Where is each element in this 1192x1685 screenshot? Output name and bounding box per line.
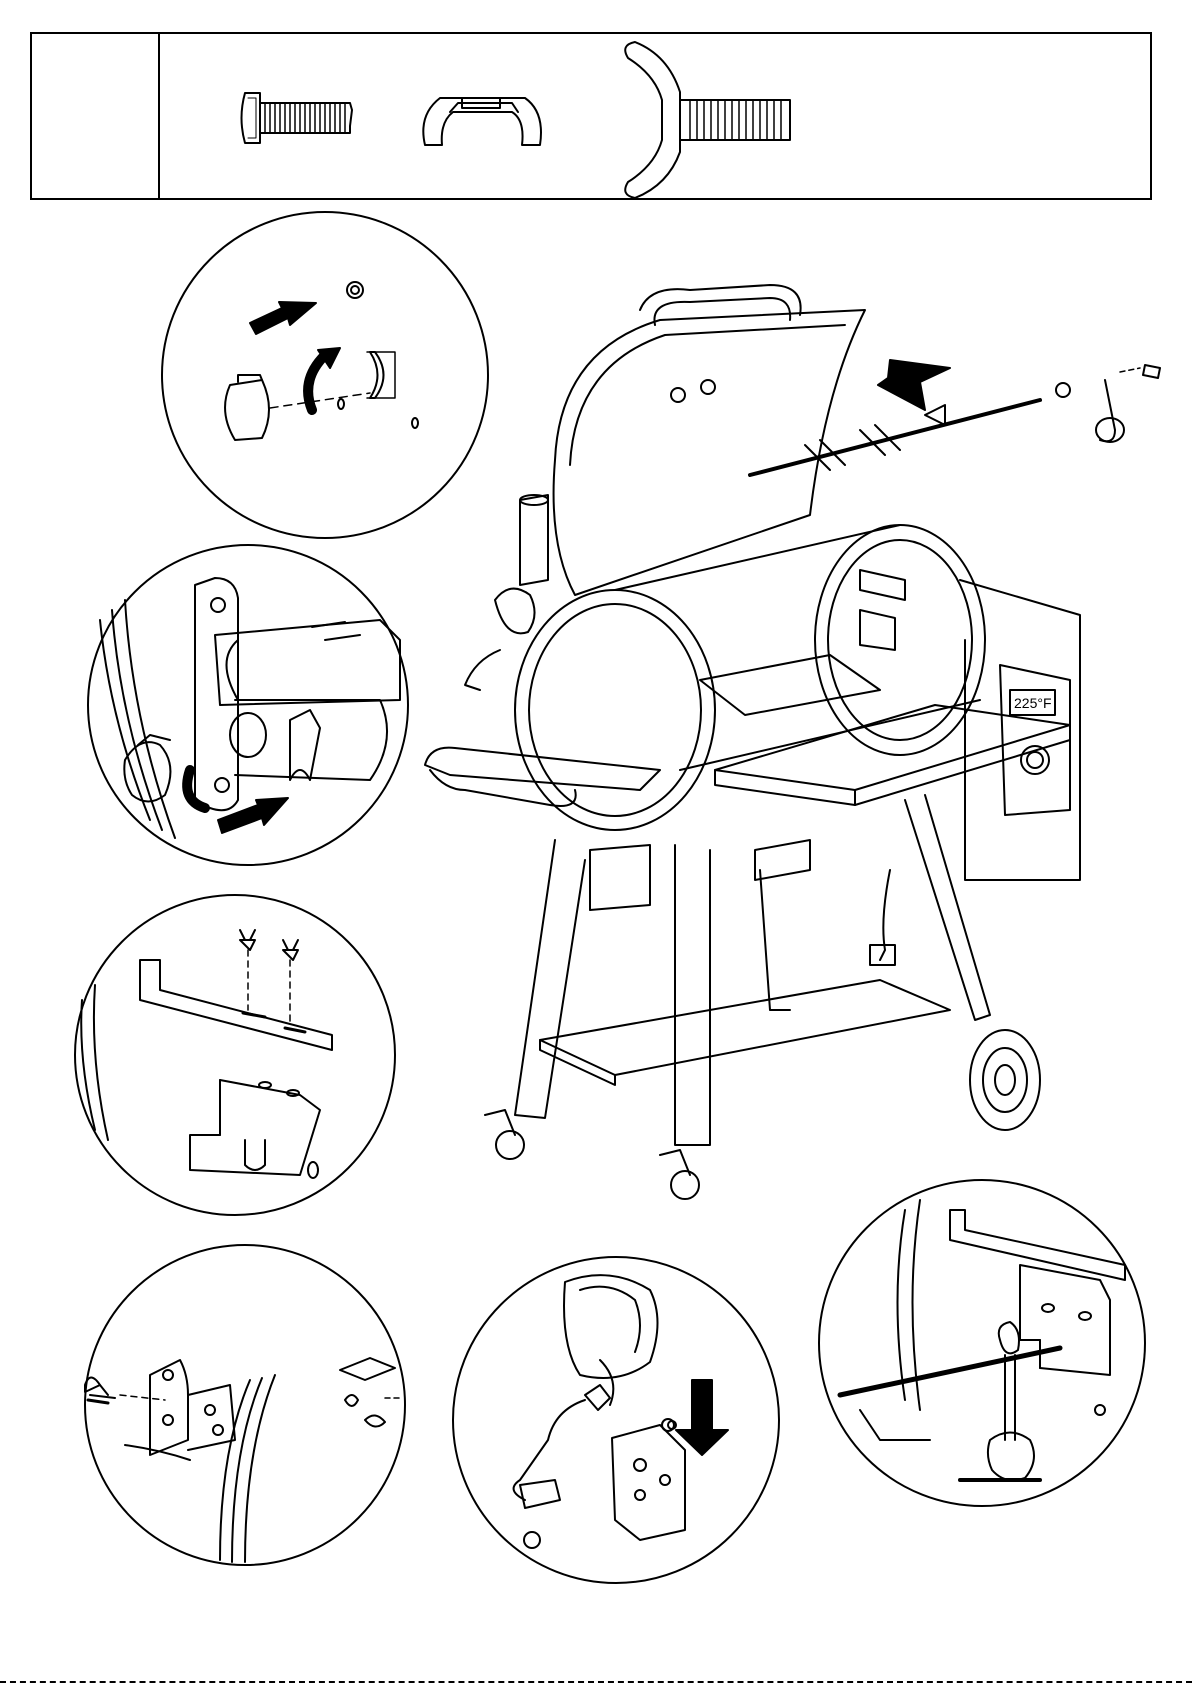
spit-bracket-detail-icon bbox=[75, 895, 395, 1215]
pellet-grill-rotisserie-icon: 225°F bbox=[425, 285, 1160, 1199]
lid-knob-detail-icon bbox=[162, 212, 488, 538]
handle-bracket-detail-icon bbox=[88, 545, 408, 865]
bracket-clip-icon bbox=[423, 98, 541, 145]
spit-installed-detail-icon bbox=[819, 1180, 1145, 1506]
footer-dashed-rule bbox=[0, 1681, 1192, 1683]
motor-plug-detail-icon bbox=[453, 1257, 779, 1583]
wing-bolt-icon bbox=[625, 42, 790, 198]
controller-display: 225°F bbox=[1014, 695, 1052, 711]
motor-mount-detail-icon bbox=[85, 1245, 405, 1565]
bolt-icon bbox=[242, 93, 353, 143]
